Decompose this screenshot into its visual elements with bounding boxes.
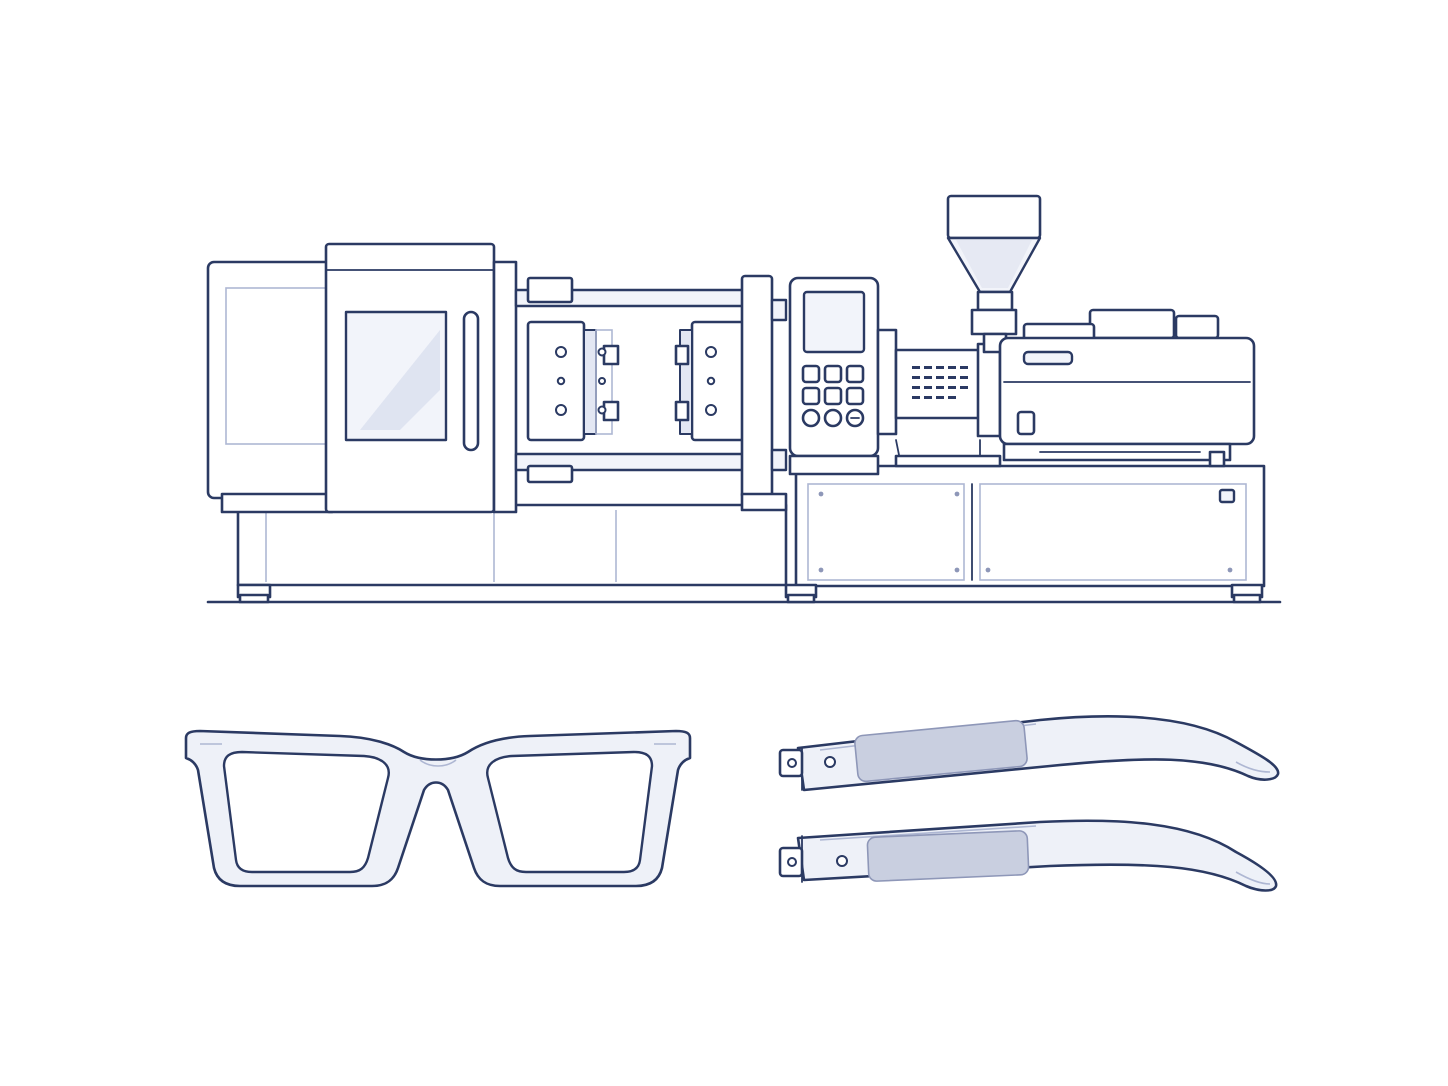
clamp-housing [206,260,334,514]
panel-button [801,386,821,406]
eyeglass-frame-front-icon [184,729,692,888]
panel-button [845,386,865,406]
control-buttons [801,364,865,428]
drive-unit [998,308,1256,468]
panel-button [823,364,843,384]
panel-button [801,408,821,428]
control-screen [802,290,866,354]
panel-button [823,386,843,406]
door-handle [462,310,480,452]
control-panel-icon [788,276,880,476]
clamp-base [236,503,788,604]
temple-arm-bottom [778,819,1278,892]
mold-icon [526,320,750,442]
injection-base [784,464,1266,604]
tie-bars [514,276,748,484]
hopper-icon [946,194,1042,354]
safety-door [324,242,518,514]
eyeglass-temple-arm-icon [778,715,1280,892]
temple-arm-top [778,715,1280,792]
injection-molding-machine-icon [206,194,1282,604]
panel-button [801,364,821,384]
fixed-platen [740,274,788,512]
panel-button [823,408,843,428]
vent-slots [912,366,968,399]
panel-button [845,364,865,384]
injection-barrel [876,328,1002,468]
